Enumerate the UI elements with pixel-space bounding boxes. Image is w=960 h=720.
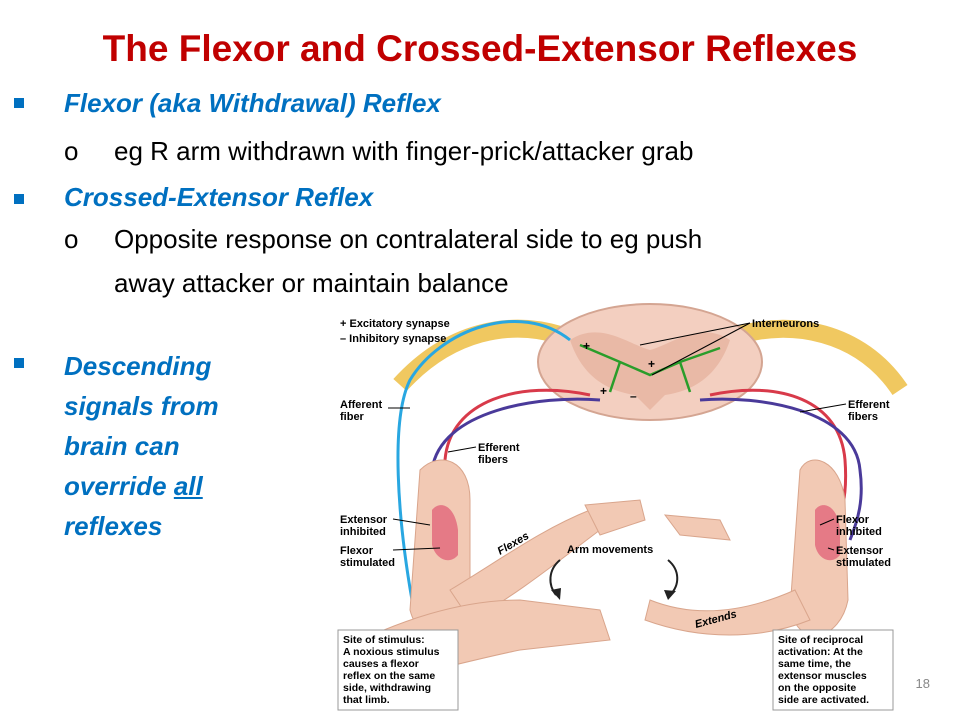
bullet-crossed-heading: Crossed-Extensor Reflex [64, 182, 374, 212]
efferent-right-purple [699, 397, 863, 541]
interneurons-label: Interneurons [752, 318, 819, 330]
arrowhead [664, 590, 676, 600]
right-nerve [737, 319, 908, 396]
legend-inhibitory: – Inhibitory synapse [340, 333, 446, 345]
bullet-flexor-heading: Flexor (aka Withdrawal) Reflex [64, 88, 441, 118]
bullet-marker [14, 194, 24, 204]
flexor-inhibited-2: inhibited [836, 526, 882, 538]
legend-excitatory: + Excitatory synapse [340, 318, 450, 330]
plus-mark: + [583, 339, 590, 353]
left-hand [584, 499, 646, 536]
efferent-right-label-1: Efferent [848, 399, 890, 411]
efferent-left-label-2: fibers [478, 454, 508, 466]
efferent-left-label-1: Efferent [478, 442, 520, 454]
bullet-marker [14, 358, 24, 368]
right-hand-top [663, 514, 731, 541]
page-number: 18 [915, 676, 930, 691]
reciprocal-line1: Site of reciprocal [778, 634, 863, 646]
left-muscle [432, 505, 458, 561]
extensor-stimulated-1: Extensor [836, 545, 884, 557]
extensor-inhibited-2: inhibited [340, 526, 386, 538]
descending-text-part2: reflexes [64, 511, 163, 541]
stimulus-line2: A noxious stimulus [343, 646, 440, 658]
slide-title: The Flexor and Crossed-Extensor Reflexes [102, 28, 858, 69]
descending-signals-text: Descending signals from brain can overri… [64, 346, 264, 546]
stimulus-line4: reflex on the same [343, 670, 435, 682]
flexor-stimulated-1: Flexor [340, 545, 374, 557]
efferent-right-label-2: fibers [848, 411, 878, 423]
extensor-inhibited-1: Extensor [340, 514, 388, 526]
sub-bullet-crossed-line2: away attacker or maintain balance [114, 268, 509, 298]
reciprocal-line6: side are activated. [778, 694, 869, 706]
stimulus-line3: causes a flexor [343, 658, 419, 670]
right-forearm [644, 589, 811, 636]
sub-bullet-marker: o [64, 136, 79, 166]
afferent-label-2: fiber [340, 411, 365, 423]
reciprocal-box [772, 629, 894, 711]
interneuron-paths [579, 343, 721, 393]
arm-movements-label: Arm movements [567, 544, 653, 556]
gray-matter [570, 332, 730, 410]
bullet-marker [14, 98, 24, 108]
sub-bullet-crossed-line1: Opposite response on contralateral side … [114, 224, 703, 254]
plus-mark: + [648, 357, 655, 371]
sub-bullet-flexor: eg R arm withdrawn with finger-prick/att… [114, 136, 694, 166]
reciprocal-line2: activation: At the [778, 646, 863, 658]
descending-underlined-all: all [173, 471, 203, 501]
flexor-inhibited-1: Flexor [836, 514, 870, 526]
plus-mark: + [600, 384, 607, 398]
stimulus-box [337, 629, 459, 711]
reciprocal-line4: extensor muscles [778, 670, 867, 682]
flexor-stimulated-2: stimulated [340, 557, 395, 569]
reciprocal-line3: same time, the [778, 658, 851, 670]
stimulus-line6: that limb. [343, 694, 390, 706]
arrowhead [551, 588, 561, 600]
descending-text-part1: Descending signals from brain can overri… [64, 351, 219, 501]
stimulus-line5: side, withdrawing [343, 682, 431, 694]
afferent-label-1: Afferent [340, 399, 383, 411]
stimulus-line1: Site of stimulus: [343, 634, 425, 646]
reciprocal-line5: on the opposite [778, 682, 856, 694]
extensor-stimulated-2: stimulated [836, 557, 891, 569]
minus-mark: – [630, 389, 637, 403]
sub-bullet-marker: o [64, 224, 79, 254]
arm-movement-arrow-right [667, 559, 679, 596]
